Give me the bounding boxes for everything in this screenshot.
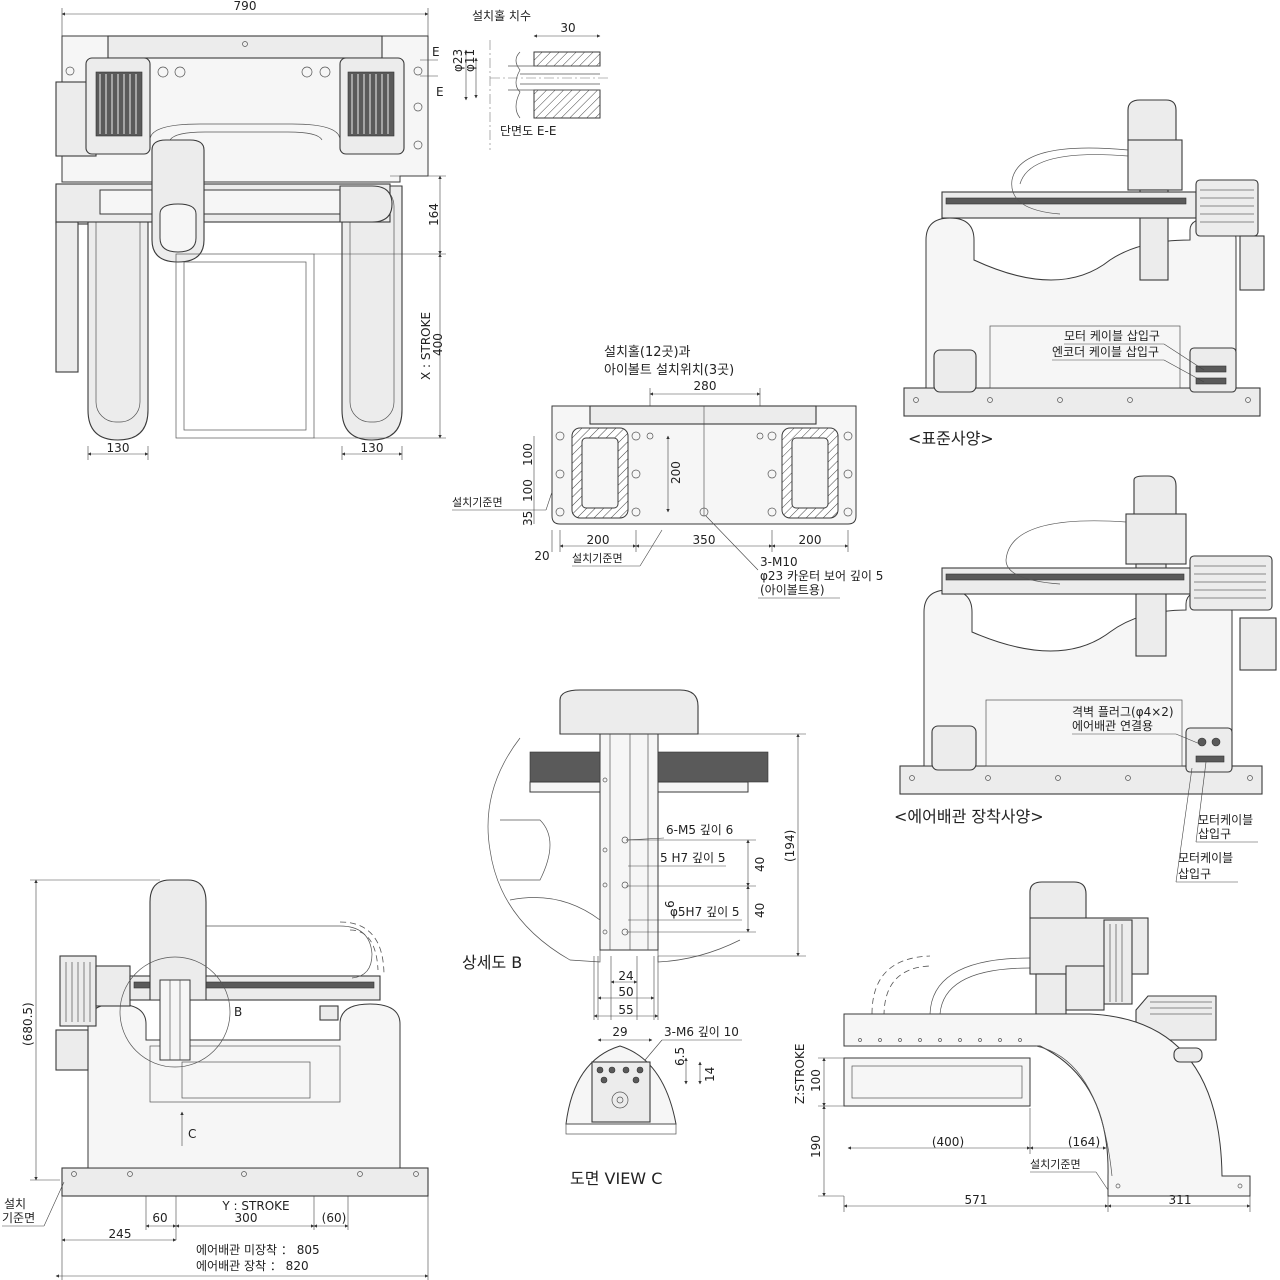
front-view: (680.5) B C 설치 기준면 245 60 Y : STROKE 300… (2, 879, 429, 1280)
dim-40-b: 40 (753, 903, 767, 918)
dim-100-b: 100 (521, 479, 535, 502)
h7-label: 5 H7 깊이 5 (660, 851, 725, 865)
air-not-installed-width: 에어배관 미장착 ： 805 (196, 1243, 320, 1257)
dim-245: 245 (109, 1227, 132, 1241)
install-title-2: 아이볼트 설치위치(3곳) (604, 363, 734, 378)
dim-phi11: φ11 (463, 49, 477, 72)
view-c: 29 3-M6 깊이 10 6.5 14 도면 VIEW C (565, 1025, 742, 1188)
dim-6-5: 6.5 (673, 1047, 687, 1066)
standard-spec-view: 모터 케이블 삽입구 엔코더 케이블 삽입구 <표준사양> (903, 99, 1265, 448)
dim-35: 35 (521, 511, 535, 526)
base-holes-std (913, 397, 1251, 403)
ref-face-front-1: 설치 (4, 1197, 26, 1211)
dim-400-paren: (400) (932, 1135, 964, 1149)
dim-phi23: φ23 (451, 49, 465, 72)
ref-face-side-label: 설치기준면 (1030, 1158, 1081, 1171)
section-e-e: 설치홀 치수 30 φ23 φ11 단면도 E-E (451, 9, 610, 150)
dim-x-stroke-label: X : STROKE (419, 312, 433, 380)
counter-bore-label: φ23 카운터 보어 깊이 5 (760, 569, 883, 583)
detail-b-caption: 상세도 B (462, 953, 522, 972)
install-title-1: 설치홀(12곳)과 (604, 345, 691, 360)
dim-300: 300 (235, 1211, 258, 1225)
motor-cable-inlet-1a: 모터케이블 (1198, 813, 1253, 827)
ref-face-left-label: 설치기준면 (452, 496, 503, 509)
dim-60-paren: (60) (322, 1211, 347, 1225)
e-mark-top: E (432, 45, 440, 59)
dim-164: 164 (427, 203, 441, 226)
m5-label: 6-M5 깊이 6 (666, 823, 733, 837)
dim-200-vertical: 200 (669, 461, 683, 484)
air-installed-width: 에어배관 장착 ： 820 (196, 1259, 309, 1273)
dim-194: (194) (783, 830, 797, 862)
dim-24: 24 (618, 969, 633, 983)
detail-b: (194) 40 40 6 6-M5 깊이 6 5 H7 깊이 5 φ5H7 깊… (462, 689, 806, 1020)
side-holes (858, 1038, 1243, 1189)
ref-face-bottom-label: 설치기준면 (572, 552, 623, 565)
install-plan: 설치홀(12곳)과 아이볼트 설치위치(3곳) 280 200 100 100 … (452, 345, 883, 599)
dim-190: 190 (809, 1135, 823, 1158)
eyebolt-use-label: (아이볼트용) (760, 583, 825, 597)
dim-29: 29 (612, 1025, 627, 1039)
air-spec-caption: <에어배관 장착사양> (894, 807, 1044, 826)
dim-x-stroke-value: 400 (431, 333, 445, 356)
dim-100-a: 100 (521, 443, 535, 466)
bulkhead-plug-label: 격벽 플러그(φ4×2) (1072, 705, 1174, 719)
air-spec-view: 격벽 플러그(φ4×2) 에어배관 연결용 <에어배관 장착사양> 모터케이블 … (894, 475, 1277, 883)
air-pipe-connection-label: 에어배관 연결용 (1072, 719, 1153, 733)
dim-350: 350 (693, 533, 716, 547)
phi5h7-label: φ5H7 깊이 5 (670, 905, 740, 919)
dim-571: 571 (965, 1193, 988, 1207)
e-mark-bottom: E (436, 85, 444, 99)
side-view: Z:STROKE 100 190 (400) (164) 설치기준면 571 3… (793, 881, 1251, 1212)
standard-spec-caption: <표준사양> (908, 429, 994, 448)
motor-cable-inlet-2b: 삽입구 (1178, 867, 1211, 881)
top-view: 790 E E 16 (55, 0, 446, 460)
m10-label: 3-M10 (760, 555, 798, 569)
motor-cable-inlet-1b: 삽입구 (1198, 827, 1231, 841)
dim-y-stroke-label: Y : STROKE (221, 1199, 289, 1213)
view-c-caption: 도면 VIEW C (570, 1169, 662, 1188)
dim-20: 20 (534, 549, 549, 563)
dim-280: 280 (694, 379, 717, 393)
dim-60: 60 (152, 1211, 167, 1225)
install-holes (555, 431, 853, 517)
dim-14: 14 (703, 1067, 717, 1082)
m6-label: 3-M6 깊이 10 (664, 1025, 739, 1039)
dim-164-paren: (164) (1068, 1135, 1100, 1149)
c-mark: C (188, 1127, 196, 1141)
install-hole-dim-title: 설치홀 치수 (472, 9, 531, 23)
dim-30: 30 (560, 21, 575, 35)
front-base-holes (71, 1171, 419, 1177)
b-mark: B (234, 1005, 242, 1019)
dim-790: 790 (234, 0, 257, 13)
section-e-e-label: 단면도 E-E (500, 124, 556, 138)
dim-680-5: (680.5) (21, 1002, 35, 1046)
dim-200-a: 200 (587, 533, 610, 547)
dim-130-right: 130 (361, 441, 384, 455)
motor-cable-inlet-label: 모터 케이블 삽입구 (1064, 329, 1160, 343)
dim-200-b: 200 (799, 533, 822, 547)
dim-6: 6 (663, 900, 677, 908)
dim-40-a: 40 (753, 857, 767, 872)
dim-130-left: 130 (107, 441, 130, 455)
base-holes-air (909, 775, 1253, 781)
motor-cable-inlet-2a: 모터케이블 (1178, 851, 1233, 865)
dim-311: 311 (1169, 1193, 1192, 1207)
dim-55: 55 (618, 1003, 633, 1017)
encoder-cable-inlet-label: 엔코더 케이블 삽입구 (1052, 345, 1159, 359)
dim-50: 50 (618, 985, 633, 999)
ref-face-front-2: 기준면 (2, 1211, 35, 1225)
dim-100: 100 (809, 1069, 823, 1092)
dim-z-stroke-label: Z:STROKE (793, 1044, 807, 1104)
